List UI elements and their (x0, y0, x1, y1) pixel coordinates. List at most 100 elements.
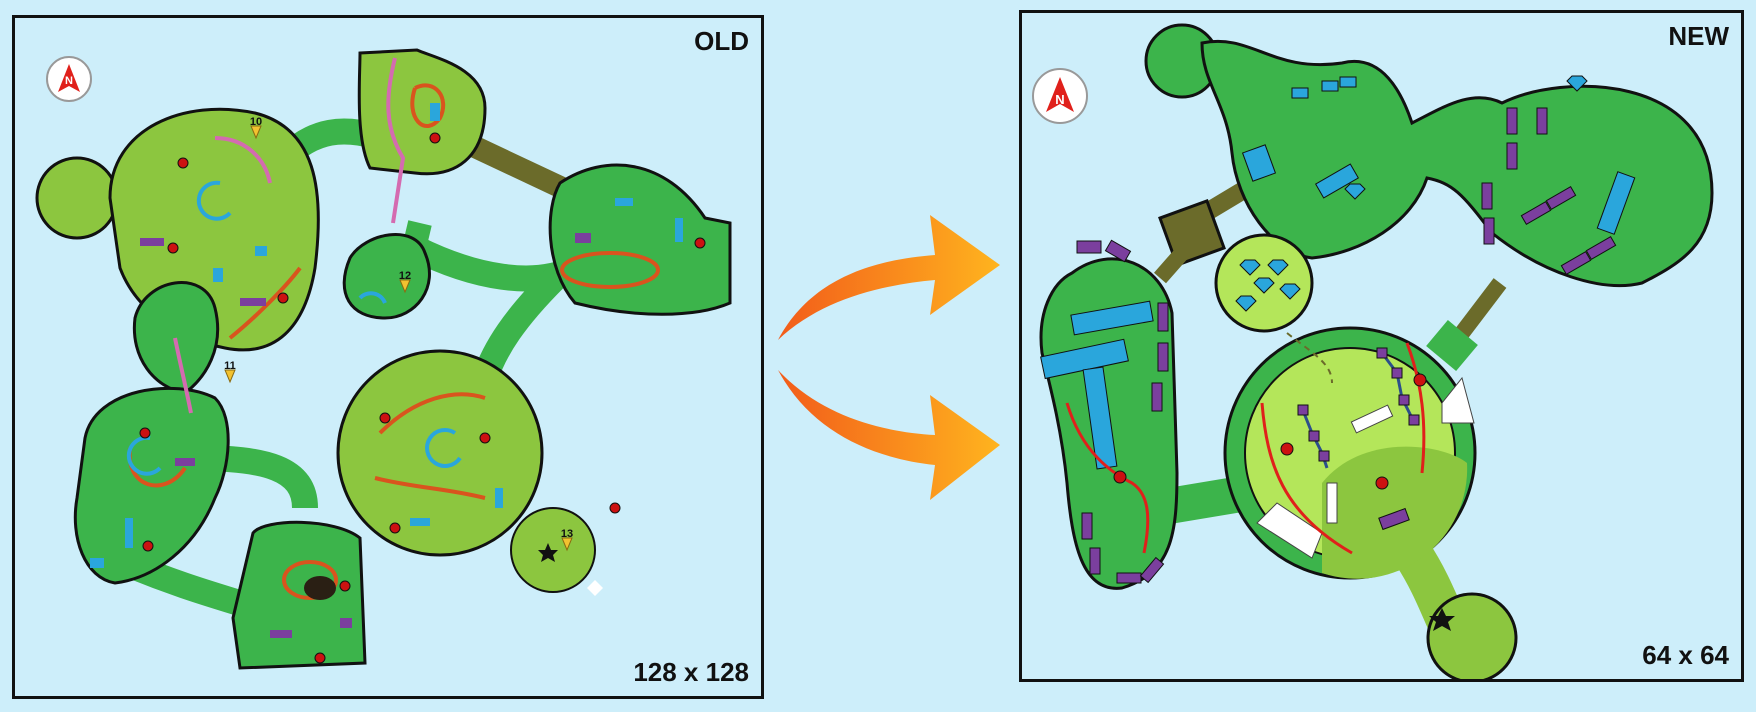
new-purple-block (1081, 512, 1093, 540)
new-purple-block (1506, 107, 1518, 135)
old-purple-block (140, 238, 164, 246)
old-purple-block (340, 618, 352, 628)
old-water-block (495, 488, 503, 508)
new-room-southeast (1426, 592, 1518, 679)
new-purple-block (1481, 182, 1493, 210)
new-bridge-3 (1455, 278, 1507, 338)
marker-icon (224, 369, 236, 384)
old-room-north (357, 48, 487, 176)
new-stairs-east (1441, 376, 1475, 424)
old-map-title: OLD (694, 26, 749, 56)
new-water-block (1070, 300, 1154, 336)
transition-arrows (778, 215, 1000, 500)
new-chain-east (1380, 352, 1414, 419)
new-purple-block (1545, 185, 1577, 211)
old-water-arc-3 (126, 435, 162, 476)
old-corridor-3 (472, 268, 565, 383)
enemy-icon (277, 292, 289, 304)
old-room-center (336, 349, 544, 557)
old-map-canvas: 10 11 12 13 (35, 48, 732, 670)
old-path-loop-south (282, 560, 338, 600)
old-water-block (615, 198, 633, 206)
enemy-icon (609, 502, 621, 514)
arrow-icon-lower (778, 370, 1000, 500)
new-map-panel: NEW 64 x 64 N (1019, 10, 1744, 682)
old-compass-label: N (65, 75, 73, 87)
enemy-icon (167, 242, 179, 254)
new-water-block (1596, 171, 1636, 235)
new-chain-node (1308, 430, 1320, 442)
diamond-marker-icon (587, 580, 603, 596)
new-compass-label: N (1055, 92, 1065, 107)
marker-icon (561, 537, 573, 552)
old-path-center-1 (378, 392, 486, 435)
gem-icon (1566, 75, 1588, 92)
new-purple-block (1139, 556, 1165, 584)
enemy-icon (314, 652, 326, 664)
old-water-block (213, 268, 223, 282)
marker-label-13: 13 (561, 528, 573, 540)
new-purple-block (1104, 239, 1132, 263)
new-water-block (1241, 144, 1277, 182)
new-chain-node (1398, 394, 1410, 406)
old-path-loop-east (560, 251, 660, 289)
old-purple-block (575, 233, 591, 243)
enemy-icon (177, 157, 189, 169)
old-compass: N (46, 56, 92, 102)
new-red-path-east (1405, 342, 1426, 474)
new-purple-block (1089, 547, 1101, 575)
new-purple-block (1483, 217, 1495, 245)
new-chain-node (1318, 450, 1330, 462)
enemy-icon (429, 132, 441, 144)
new-chain-node (1376, 347, 1388, 359)
enemy-icon (139, 427, 151, 439)
old-purple-block (175, 458, 195, 466)
old-room-middle (342, 233, 431, 320)
old-water-block (410, 518, 430, 526)
old-room-east (548, 163, 732, 316)
new-map-size: 64 x 64 (1642, 640, 1729, 670)
new-water-block (1321, 80, 1339, 92)
old-pink-path-2 (386, 57, 406, 224)
enemy-icon (1113, 470, 1127, 484)
compass-icon (1046, 77, 1074, 112)
enemy-icon (1375, 476, 1389, 490)
old-water-block (675, 218, 683, 242)
enemy-icon (694, 237, 706, 249)
old-crater (304, 576, 336, 600)
marker-label-11: 11 (224, 360, 236, 372)
gem-icon (1344, 183, 1366, 200)
new-stairs-center (1350, 404, 1394, 434)
old-water-block (430, 103, 440, 121)
gem-icon (1239, 259, 1261, 276)
new-purple-block (1560, 250, 1592, 276)
old-map-size: 128 x 128 (633, 657, 749, 687)
old-water-block (125, 518, 133, 548)
new-water-block (1339, 76, 1357, 88)
new-red-path-west (1065, 402, 1150, 554)
new-red-path-center (1260, 402, 1353, 555)
enemy-icon (339, 580, 351, 592)
arrow-icon-upper (778, 215, 1000, 340)
old-purple-block (240, 298, 266, 306)
new-compass: N (1032, 68, 1088, 124)
old-room-small-west (35, 156, 119, 240)
new-chain-node (1297, 404, 1309, 416)
new-purple-block (1076, 240, 1102, 254)
new-corridor-east (1426, 319, 1478, 372)
new-map-title: NEW (1668, 21, 1729, 51)
enemy-icon (479, 432, 491, 444)
new-map-canvas (1039, 23, 1714, 679)
compass-icon (58, 64, 80, 92)
new-purple-block (1536, 107, 1548, 135)
new-chain-node (1391, 367, 1403, 379)
gem-icon (1267, 259, 1289, 276)
old-water-block (255, 246, 267, 256)
star-icon (1429, 608, 1455, 631)
new-water-block (1291, 87, 1309, 99)
enemy-icon (142, 540, 154, 552)
marker-label-10: 10 (250, 116, 262, 128)
new-purple-block (1157, 342, 1169, 372)
gem-icon (1279, 283, 1301, 300)
new-purple-block (1585, 235, 1617, 261)
